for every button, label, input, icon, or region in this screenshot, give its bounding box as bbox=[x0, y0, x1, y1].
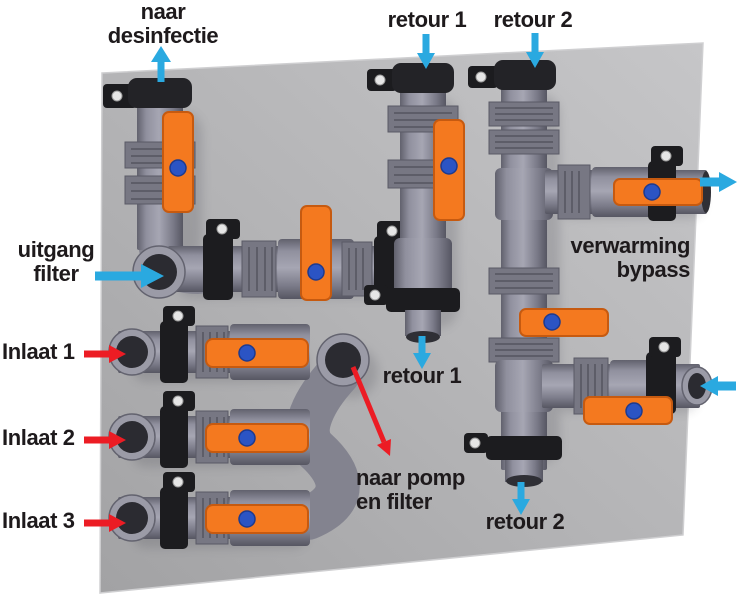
inlet-valve-row-1 bbox=[108, 306, 310, 383]
valve-handle bbox=[519, 308, 609, 337]
verwarming-bypass-in-arrow-icon bbox=[700, 376, 736, 396]
clamp-screw bbox=[475, 71, 487, 83]
valve-handle bbox=[300, 205, 332, 301]
pipe-network bbox=[103, 60, 713, 549]
retour-2-top-arrow-icon bbox=[526, 33, 544, 68]
valve-handle bbox=[205, 504, 309, 534]
clamp-screw bbox=[660, 150, 672, 162]
label-uitgang-filter: uitgang filter bbox=[17, 237, 95, 286]
uitgang-filter-arrow-icon bbox=[95, 264, 164, 288]
label-inlaat-1: Inlaat 1 bbox=[2, 339, 75, 364]
retour-1-mid-arrow-icon bbox=[413, 336, 431, 369]
label-naar-desinfectie: naar desinfectie bbox=[107, 0, 219, 48]
inlet-valve-row-2 bbox=[108, 391, 310, 468]
valve-handle-dot bbox=[543, 313, 561, 331]
retour-1-vertical-assembly bbox=[364, 63, 465, 343]
pipe-end-cap bbox=[494, 60, 556, 90]
valve-handle-dot bbox=[307, 263, 325, 281]
clamp-screw bbox=[172, 395, 184, 407]
collector-pipe bbox=[285, 352, 360, 540]
clamp-screw bbox=[369, 289, 381, 301]
pipe-end-cap bbox=[128, 78, 192, 108]
clamp-screw bbox=[386, 225, 398, 237]
bypass-lower-branch bbox=[542, 337, 713, 425]
label-inlaat-3: Inlaat 3 bbox=[2, 508, 75, 533]
clamp-screw bbox=[172, 310, 184, 322]
label-naar-pomp-en-filter: naar pomp en filter bbox=[356, 465, 465, 514]
open-pipe-end bbox=[506, 475, 542, 487]
flow-arrows bbox=[84, 33, 737, 532]
retour-2-vertical-assembly bbox=[464, 60, 609, 487]
label-retour-2-bottom: retour 2 bbox=[485, 509, 565, 534]
valve-handle bbox=[205, 338, 309, 368]
naar-desinfectie-arrow-icon bbox=[151, 46, 171, 82]
label-retour-1-top: retour 1 bbox=[387, 7, 467, 32]
label-verwarming-bypass: verwarming bypass bbox=[570, 233, 691, 282]
valve-handle-dot bbox=[169, 159, 187, 177]
clamp-screw bbox=[658, 341, 670, 353]
inlaat-3-arrow-icon bbox=[84, 514, 126, 532]
label-retour-2-top: retour 2 bbox=[493, 7, 573, 32]
tee-fitting bbox=[495, 360, 553, 412]
pipe-end-cap bbox=[392, 63, 454, 93]
pipe-clamp bbox=[486, 436, 562, 460]
tee-fitting bbox=[394, 238, 452, 294]
retour-2-bottom-arrow-icon bbox=[512, 482, 530, 515]
clamp-screw bbox=[172, 476, 184, 488]
inlaat-2-arrow-icon bbox=[84, 431, 126, 449]
valve-handle-dot bbox=[440, 157, 458, 175]
pipe-clamp bbox=[160, 406, 188, 468]
naar-pomp-arrow-icon bbox=[350, 366, 391, 456]
valve-handle bbox=[205, 423, 309, 453]
clamp-screw bbox=[469, 437, 481, 449]
pipe-clamp bbox=[160, 487, 188, 549]
retour-1-top-arrow-icon bbox=[417, 34, 435, 69]
inlet-valve-row-3 bbox=[108, 472, 310, 549]
clamp-screw bbox=[111, 90, 123, 102]
inlaat-1-arrow-icon bbox=[84, 345, 126, 363]
pipe-clamp bbox=[386, 288, 460, 312]
valve-handle-dot bbox=[625, 402, 643, 420]
valve-handle-dot bbox=[238, 344, 256, 362]
valve-handle-dot bbox=[238, 429, 256, 447]
pipe-clamp bbox=[160, 321, 188, 383]
clamp-screw bbox=[216, 223, 228, 235]
tee-fitting bbox=[495, 168, 553, 220]
filter-outlet-run bbox=[132, 205, 420, 301]
valve-handle-dot bbox=[238, 510, 256, 528]
verwarming-bypass-out-arrow-icon bbox=[700, 172, 737, 192]
label-retour-1-mid: retour 1 bbox=[382, 363, 462, 388]
pipe-clamp bbox=[203, 234, 233, 300]
label-inlaat-2: Inlaat 2 bbox=[2, 425, 75, 450]
valve-handle-dot bbox=[643, 183, 661, 201]
clamp-screw bbox=[374, 74, 386, 86]
